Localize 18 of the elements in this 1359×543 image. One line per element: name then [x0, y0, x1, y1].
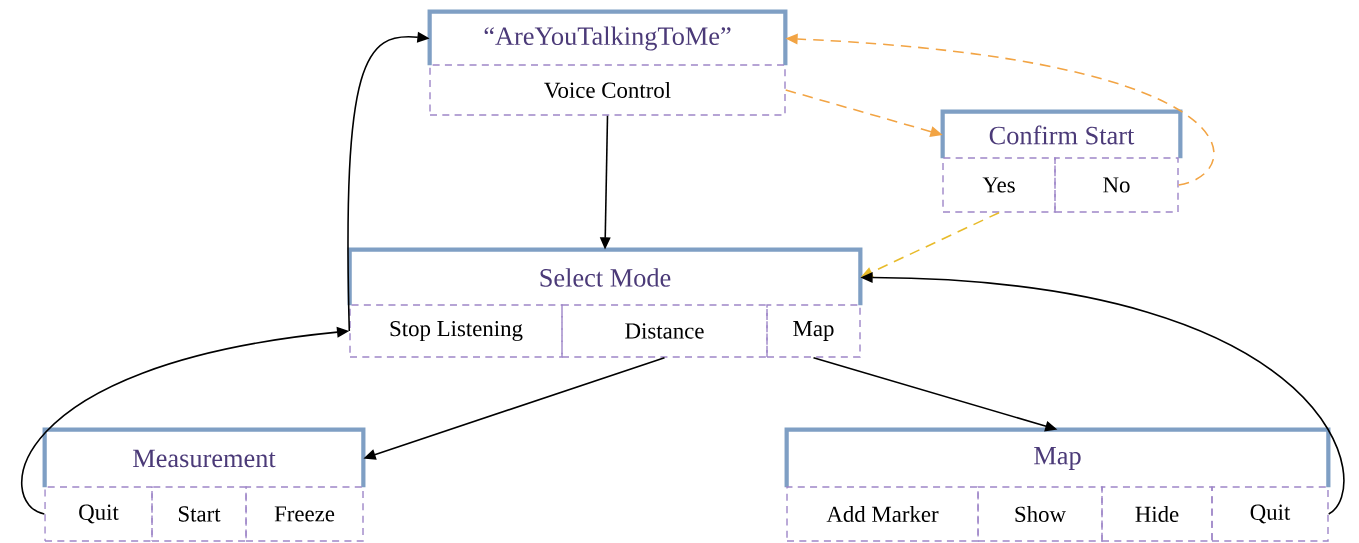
option-cell: Quit — [44, 486, 153, 542]
screen-box: “AreYouTalkingToMe” — [427, 9, 788, 66]
option-cell: Stop Listening — [349, 304, 563, 358]
option-cell: Distance — [561, 304, 768, 358]
option-cell: Freeze — [245, 486, 364, 542]
option-cell: Quit — [1211, 486, 1329, 542]
screen-box: Measurement — [42, 427, 366, 488]
option-cell: Map — [766, 304, 861, 358]
option-cell: Hide — [1101, 486, 1213, 542]
option-cell: No — [1054, 157, 1179, 213]
screen-box: Map — [784, 427, 1331, 488]
screen-box: Confirm Start — [940, 109, 1183, 159]
option-cell: Start — [151, 486, 247, 542]
option-cell: Yes — [942, 157, 1056, 213]
option-cell: Show — [977, 486, 1103, 542]
option-cell: Add Marker — [786, 486, 979, 542]
option-cell: Voice Control — [429, 64, 786, 116]
screen-box: Select Mode — [347, 247, 863, 306]
